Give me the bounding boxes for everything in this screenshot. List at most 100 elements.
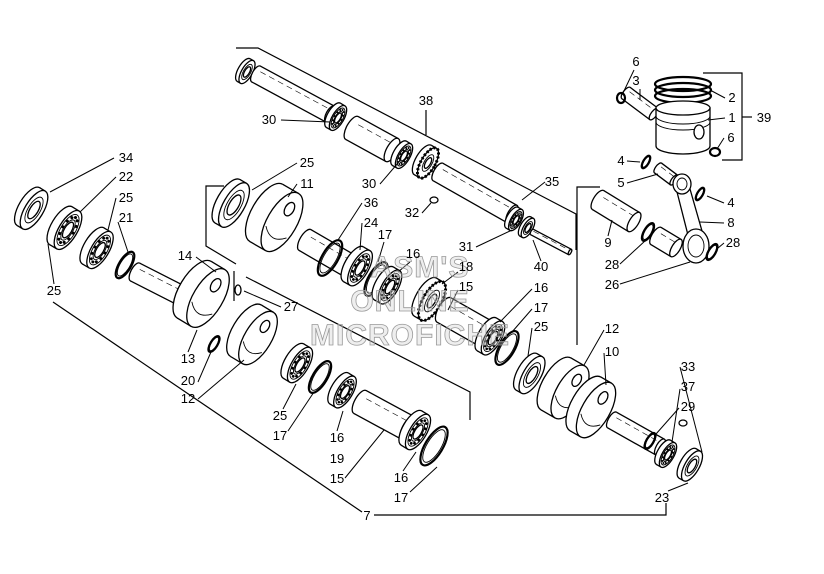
bearing-16-bottom-ball bbox=[349, 380, 353, 384]
spacer-top bbox=[343, 115, 401, 163]
watermark-line: ASM'S bbox=[371, 251, 470, 284]
bearing-22-inner-race bbox=[60, 219, 76, 241]
leader-line bbox=[707, 117, 726, 121]
bearing-24 bbox=[340, 245, 374, 287]
bearing-16-right-bore bbox=[487, 330, 499, 346]
callout-label: 27 bbox=[284, 299, 298, 314]
needle-bearing-28-bottom-edge bbox=[650, 244, 672, 258]
leader-line bbox=[447, 289, 459, 311]
leader-line bbox=[583, 329, 605, 366]
leader-line bbox=[337, 202, 363, 241]
crank-web-12-left-counterweight-line bbox=[242, 341, 262, 355]
bearing-25-left-ball bbox=[94, 260, 98, 264]
washer-28-a-inner bbox=[642, 224, 654, 240]
seal-34-bore bbox=[27, 200, 41, 220]
bearing-16-mid-inner-race bbox=[383, 277, 397, 297]
crank-web-11-counterweight-line bbox=[265, 225, 287, 240]
crank-pin-9-front-end bbox=[626, 211, 642, 233]
needle-bearing-5-bottom-edge bbox=[654, 172, 671, 186]
leader-line bbox=[421, 202, 432, 214]
bearing-25-left-inner-race bbox=[92, 239, 108, 261]
callout-label: 34 bbox=[119, 150, 133, 165]
seal-25-mid-lip bbox=[223, 189, 245, 221]
bearing-37-ball bbox=[672, 448, 675, 451]
callout-label: 3 bbox=[632, 73, 639, 88]
bearing-24-ball bbox=[350, 275, 354, 278]
washer-28-a bbox=[640, 222, 656, 242]
leader-line bbox=[79, 176, 117, 213]
leader-line bbox=[287, 183, 298, 198]
shaft-top-right bbox=[431, 162, 519, 224]
bearing-25-left bbox=[79, 226, 114, 270]
callout-label: 16 bbox=[534, 280, 548, 295]
leader-line bbox=[619, 239, 647, 265]
seal-33-lip bbox=[684, 455, 700, 477]
bearing-25-bottom-ball bbox=[290, 371, 294, 375]
bearing-25-left-ball bbox=[90, 251, 94, 255]
callout-label: 21 bbox=[119, 210, 133, 225]
bracket-27-crank-assembly bbox=[245, 276, 471, 420]
callout-label: 6 bbox=[632, 54, 639, 69]
bearing-37-ball bbox=[661, 459, 664, 462]
gear-top-teeth bbox=[415, 146, 441, 180]
callout-label: 35 bbox=[545, 174, 559, 189]
circlip-36-outer bbox=[316, 239, 344, 277]
leader-line bbox=[475, 229, 513, 248]
leader-line bbox=[287, 391, 315, 432]
bearing-22-ball bbox=[62, 240, 66, 244]
ring-21 bbox=[114, 250, 136, 280]
leader-line bbox=[521, 181, 546, 201]
bearing-16-mid-ball bbox=[381, 288, 385, 292]
bearing-16-mid-ball bbox=[394, 274, 398, 278]
bearing-16-bottom-b-ball bbox=[423, 419, 427, 423]
shaft-top-left-top-edge bbox=[259, 65, 335, 107]
bearing-37-ball bbox=[664, 461, 667, 464]
spacer-19-top-edge bbox=[365, 389, 415, 418]
bearing-31-ball bbox=[511, 226, 513, 228]
leader-line bbox=[679, 366, 703, 453]
leader-line bbox=[117, 221, 129, 253]
needle-bearing-28-front-end bbox=[669, 238, 683, 258]
watermark: ASM'S ONLINE MICROFICHE bbox=[310, 251, 510, 353]
callout-label: 17 bbox=[394, 490, 408, 505]
leader-line bbox=[402, 451, 417, 472]
callout-label: 19 bbox=[330, 451, 344, 466]
crank-web-14-counterweight-line bbox=[191, 301, 213, 316]
bearing-25-bottom-ball bbox=[291, 366, 294, 370]
connecting-rod-small-bore bbox=[676, 177, 688, 191]
washer-28-b-outer bbox=[705, 242, 719, 262]
ring-17-right bbox=[494, 330, 520, 366]
bearing-16-right-ball bbox=[499, 328, 503, 332]
bearing-31 bbox=[503, 206, 525, 232]
bearing-24-ball bbox=[355, 277, 359, 281]
seal-34 bbox=[13, 186, 49, 231]
ring-17-bottom-outer bbox=[307, 360, 333, 394]
leader-line bbox=[655, 407, 680, 435]
callout-label: 40 bbox=[534, 259, 548, 274]
leader-line bbox=[49, 157, 115, 193]
bearing-22-ball bbox=[70, 216, 74, 220]
bearing-25-bottom-bore bbox=[294, 357, 306, 373]
bearing-25-bottom-ball bbox=[295, 374, 298, 378]
leader-line bbox=[511, 308, 533, 333]
callout-label: 31 bbox=[459, 239, 473, 254]
bearing-30-a-ball bbox=[332, 125, 335, 127]
callout-label: 5 bbox=[617, 175, 624, 190]
piston-pin-3 bbox=[620, 86, 660, 121]
bearing-30-b-bore bbox=[399, 150, 409, 162]
shaft-mid-right-top-edge bbox=[450, 297, 496, 324]
bearing-30-b-ball bbox=[398, 163, 401, 165]
bearing-16-mid-ball bbox=[396, 277, 400, 281]
shaft-mid-right-bottom-edge bbox=[436, 321, 482, 348]
crank-web-11-pin-hole bbox=[283, 201, 296, 217]
bearing-16-right-ball bbox=[485, 347, 489, 351]
seal-25-mid-bore bbox=[226, 194, 242, 216]
leader-line bbox=[187, 329, 198, 353]
leader-line bbox=[359, 222, 363, 251]
small-key bbox=[678, 419, 688, 427]
bearing-24-ball bbox=[366, 263, 369, 267]
bearing-25-bottom-ball bbox=[302, 352, 305, 356]
leader-line bbox=[716, 137, 725, 150]
spacer-top-top-edge bbox=[357, 116, 399, 140]
bearing-30-a-bore bbox=[333, 112, 343, 124]
